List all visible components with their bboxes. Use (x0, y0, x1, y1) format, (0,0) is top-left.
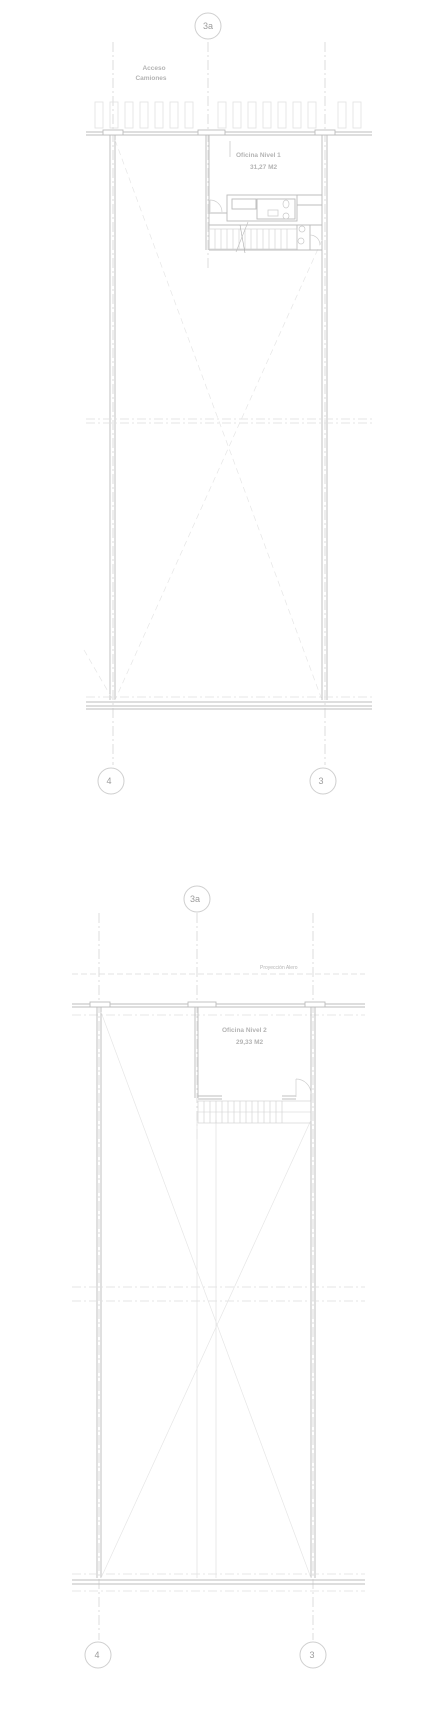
office-level-1-area: 31,27 M2 (250, 164, 277, 171)
front-wall-lower (72, 1001, 365, 1008)
access-label-line1: Acceso (142, 65, 165, 72)
beam-lines-mid-lower (72, 1286, 365, 1302)
grid-bubble-3a-lower: 3a (183, 885, 211, 913)
grid-bubble-3-upper: 3 (309, 767, 337, 795)
eave-projection-label: Proyección Alero (260, 965, 298, 971)
grid-label-3-upper: 3 (318, 776, 323, 786)
office-level-2-area: 29,33 M2 (236, 1039, 263, 1046)
grid-label-3a-lower: 3a (190, 894, 200, 904)
office-level-1-name: Oficina Nivel 1 (236, 152, 281, 159)
grid-label-4-lower: 4 (94, 1650, 99, 1660)
office-level-2-walls (194, 1007, 296, 1100)
grid-label-4-upper: 4 (106, 776, 111, 786)
rear-beam-dashed-lower (72, 1573, 365, 1592)
stair-level-1 (208, 221, 298, 254)
grid-bubble-4-upper: 4 (97, 767, 125, 795)
access-label-line2: Camiones (135, 75, 166, 82)
grid-label-3-lower: 3 (309, 1650, 314, 1660)
plan-level-2: 3a Proyección Alero (72, 885, 365, 1669)
rear-wall-upper (86, 701, 372, 710)
office-level-2-door (295, 1078, 312, 1097)
plan-level-1: 3a Acceso Camiones (83, 12, 372, 795)
rear-wall-lower (72, 1579, 365, 1585)
void-lines-lower (196, 1120, 217, 1578)
office-level-2-name: Oficina Nivel 2 (222, 1027, 267, 1034)
bracing-diagonals-upper (83, 139, 323, 701)
columns-lower (96, 1007, 316, 1578)
stair-level-2 (197, 1100, 312, 1124)
bracing-diagonals-lower (100, 1011, 312, 1579)
office-level-1-doors (209, 199, 321, 246)
grid-bubble-3-lower: 3 (299, 1641, 327, 1669)
beam-lines-mid-upper (86, 418, 372, 424)
grid-axes-vertical-upper (112, 42, 326, 765)
grid-axes-vertical-lower (98, 913, 314, 1640)
grid-label-3a-upper: 3a (203, 21, 213, 31)
grid-bubble-3a-upper: 3a (194, 12, 222, 40)
front-wall-upper (86, 129, 372, 136)
grid-bubble-4-lower: 4 (84, 1641, 112, 1669)
columns-upper (109, 135, 328, 700)
restroom-fixtures-upper (267, 199, 306, 245)
facade-panels-upper (94, 101, 362, 129)
